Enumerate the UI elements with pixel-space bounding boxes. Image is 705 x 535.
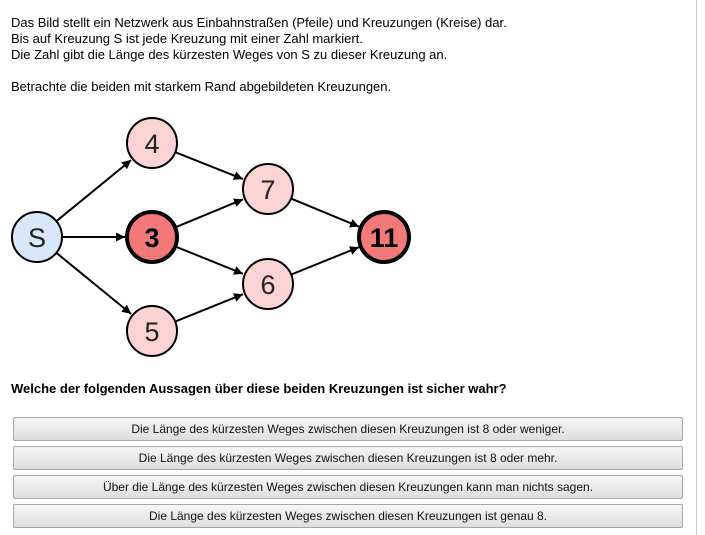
- answer-list: Die Länge des kürzesten Weges zwischen d…: [13, 417, 683, 533]
- intro-line-3: Die Zahl gibt die Länge des kürzesten We…: [11, 47, 448, 62]
- edge-n4-n7: [174, 151, 244, 180]
- graph-nodes: S 4 3 5 7 6 11: [11, 117, 411, 357]
- node-label-n11: 11: [370, 223, 399, 253]
- scrollbar-edge: [696, 0, 705, 535]
- answer-button-4[interactable]: Die Länge des kürzesten Weges zwischen d…: [13, 504, 683, 528]
- node-circle-n6: [242, 258, 294, 310]
- edge-S-n5: [55, 252, 132, 315]
- node-label-n4: 4: [144, 129, 159, 159]
- intro-line-1: Das Bild stellt ein Netzwerk aus Einbahn…: [11, 15, 507, 30]
- intro-line-4: Betrachte die beiden mit starkem Rand ab…: [11, 79, 392, 94]
- answer-button-1[interactable]: Die Länge des kürzesten Weges zwischen d…: [13, 417, 683, 441]
- node-label-n3: 3: [144, 223, 159, 253]
- node-label-n6: 6: [260, 270, 275, 300]
- node-label-n7: 7: [260, 175, 275, 205]
- instructions: Das Bild stellt ein Netzwerk aus Einbahn…: [11, 15, 691, 95]
- node-circle-n5: [126, 305, 178, 357]
- node-n4: 4: [126, 117, 178, 169]
- node-n3: 3: [125, 210, 179, 264]
- node-n11: 11: [357, 210, 411, 264]
- intro-line-2: Bis auf Kreuzung S ist jede Kreuzung mit…: [11, 31, 363, 46]
- edge-n3-n6: [174, 245, 244, 275]
- edge-S-n4: [55, 159, 132, 222]
- node-circle-n11: [357, 210, 411, 264]
- edge-n7-n11: [290, 197, 360, 228]
- node-circle-n3: [125, 210, 179, 264]
- answer-button-3[interactable]: Über die Länge des kürzesten Weges zwisc…: [13, 475, 683, 499]
- edge-n6-n11: [290, 246, 360, 276]
- node-label-n5: 5: [144, 317, 159, 347]
- node-S: S: [11, 211, 63, 263]
- node-n7: 7: [242, 163, 294, 215]
- node-circle-n4: [126, 117, 178, 169]
- node-circle-S: [11, 211, 63, 263]
- question-text: Welche der folgenden Aussagen über diese…: [11, 381, 507, 396]
- node-n5: 5: [126, 305, 178, 357]
- edge-n3-n7: [174, 198, 244, 229]
- graph-edges: [55, 151, 360, 323]
- node-n6: 6: [242, 258, 294, 310]
- node-label-S: S: [28, 223, 46, 253]
- node-circle-n7: [242, 163, 294, 215]
- answer-button-2[interactable]: Die Länge des kürzesten Weges zwischen d…: [13, 446, 683, 470]
- edge-n5-n6: [174, 293, 244, 323]
- network-graph: S 4 3 5 7 6 11: [11, 117, 411, 357]
